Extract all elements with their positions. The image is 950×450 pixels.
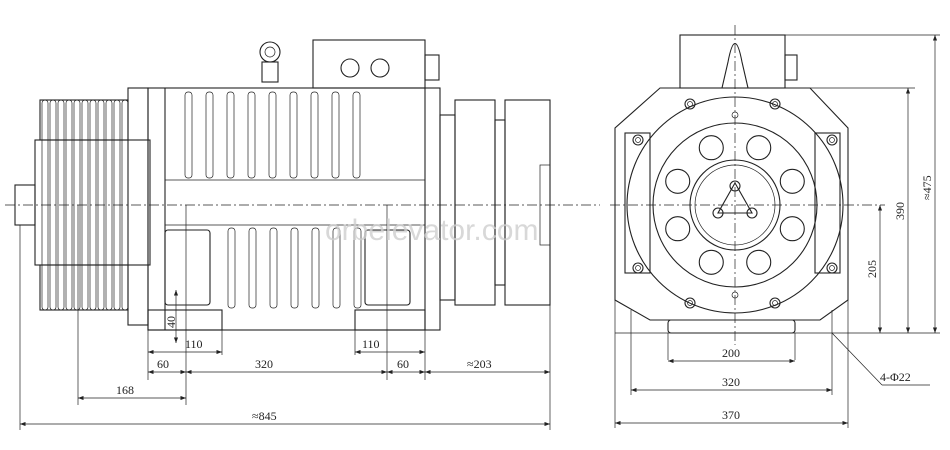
dim-body-height: 390 (893, 202, 907, 220)
cooling-fin (290, 227, 299, 309)
cooling-fin (226, 91, 235, 179)
cooling-fin (227, 227, 236, 309)
cooling-fin (268, 91, 277, 179)
bolt-icon (684, 297, 696, 309)
bolt-center (687, 300, 693, 306)
dim-foot-height: 40 (164, 316, 178, 328)
cooling-fin (248, 227, 257, 309)
cooling-fin (310, 91, 319, 179)
bolt-center (635, 137, 641, 143)
watermark: orbelevator.com (325, 214, 538, 247)
side-view: 40 110 110 60 320 60 ≈203 168 ≈845 (5, 39, 600, 430)
dim-foot-spacing: 320 (255, 357, 273, 371)
bolt-center (829, 137, 835, 143)
dim-sheave-offset: 168 (116, 383, 134, 397)
dim-overall-width: 370 (722, 408, 740, 422)
cooling-fin (205, 91, 214, 179)
lightening-hole (779, 216, 805, 242)
cooling-fin (332, 227, 341, 309)
cooling-fin (184, 91, 193, 179)
lightening-hole (746, 135, 772, 161)
front-view: 200 320 370 4-Φ22 205 390 ≈475 (610, 25, 940, 428)
bolt-center (772, 300, 778, 306)
cooling-fin (247, 91, 256, 179)
bolt-center (772, 101, 778, 107)
bolt-icon (684, 98, 696, 110)
lightening-hole (698, 135, 724, 161)
bolt-icon (632, 262, 644, 274)
lightening-hole (698, 249, 724, 275)
dim-mounting-holes: 4-Φ22 (880, 370, 911, 384)
cooling-fin (352, 91, 361, 179)
dim-brake-length: ≈203 (467, 357, 492, 371)
dim-shaft-height: 205 (865, 260, 879, 278)
bolt-center (829, 265, 835, 271)
lightening-hole (665, 168, 691, 194)
bolt-icon (769, 297, 781, 309)
bolt-icon (826, 134, 838, 146)
dim-foot-width-right: 110 (362, 337, 380, 351)
cooling-fin (311, 227, 320, 309)
dim-overall-length: ≈845 (252, 409, 277, 423)
lightening-hole (746, 249, 772, 275)
dim-foot-offset-left: 60 (157, 357, 169, 371)
dim-foot-offset-right: 60 (397, 357, 409, 371)
cooling-fin (353, 227, 362, 309)
dim-bolt-spacing: 320 (722, 375, 740, 389)
cooling-fin (289, 91, 298, 179)
cooling-fin (269, 227, 278, 309)
bolt-center (635, 265, 641, 271)
lightening-hole (665, 216, 691, 242)
bolt-icon (769, 98, 781, 110)
cooling-fin (331, 91, 340, 179)
dim-overall-height: ≈475 (920, 175, 934, 200)
bolt-icon (632, 134, 644, 146)
lightening-hole (779, 168, 805, 194)
bolt-center (687, 101, 693, 107)
dim-base-width: 200 (722, 346, 740, 360)
bolt-icon (826, 262, 838, 274)
dim-foot-width-left: 110 (185, 337, 203, 351)
